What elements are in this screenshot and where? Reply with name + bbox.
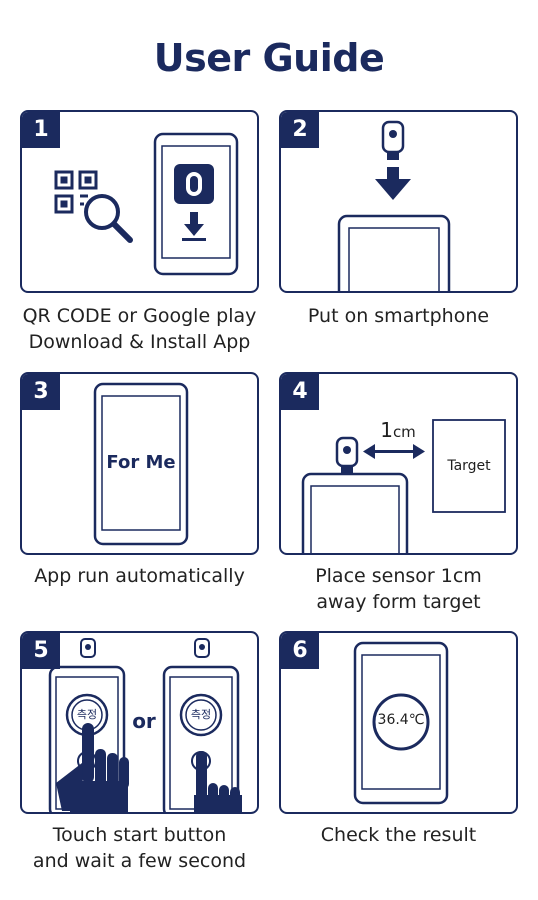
phone-icon xyxy=(301,472,409,553)
start-button-label-right: 측정 xyxy=(190,708,212,721)
step-6-badge: 6 xyxy=(281,633,319,669)
page-title: User Guide xyxy=(153,36,385,80)
phone-icon xyxy=(337,214,451,291)
app-screen-label: For Me xyxy=(106,452,176,473)
double-arrow-icon xyxy=(363,444,425,459)
download-arrow-icon xyxy=(182,212,206,241)
step-3-panel: 3 For Me xyxy=(20,372,259,555)
step-4-panel: 4 1cm Target xyxy=(279,372,518,555)
distance-label: 1cm xyxy=(373,418,423,442)
down-arrow-icon xyxy=(375,167,411,200)
sensor-icon xyxy=(381,120,405,160)
magnifier-icon xyxy=(84,194,133,243)
step-5-caption-line1: Touch start button xyxy=(52,824,227,846)
step-3-caption-line1: App run automatically xyxy=(34,565,245,587)
or-label: or xyxy=(132,709,156,733)
step-4-caption-line1: Place sensor 1cm xyxy=(315,565,482,587)
app-icon xyxy=(174,164,214,204)
distance-unit: cm xyxy=(392,423,416,441)
step-1-badge: 1 xyxy=(22,112,60,148)
hand-icon xyxy=(194,751,242,812)
result-circle xyxy=(372,693,430,751)
sensor-icon xyxy=(335,436,359,473)
phone-icon xyxy=(162,638,240,812)
step-6-caption-line1: Check the result xyxy=(320,824,477,846)
step-4-badge: 4 xyxy=(281,374,319,410)
step-1-panel: 1 xyxy=(20,110,259,293)
step-1-caption-line1: QR CODE or Google play xyxy=(22,305,257,327)
target-box xyxy=(432,419,506,513)
step-4-caption-line2: away form target xyxy=(316,591,481,613)
step-1-caption-line2: Download & Install App xyxy=(28,331,251,353)
step-5-caption-line2: and wait a few second xyxy=(32,850,247,872)
start-button-label-left: 측정 xyxy=(76,708,98,721)
step-2-caption-line1: Put on smartphone xyxy=(307,305,490,327)
step-3-badge: 3 xyxy=(22,374,60,410)
step-6-panel: 6 36.4℃ xyxy=(279,631,518,814)
step-5-badge: 5 xyxy=(22,633,60,669)
target-label: Target xyxy=(447,458,491,474)
step-5-panel: 5 xyxy=(20,631,259,814)
phone-icon xyxy=(93,382,189,546)
step-2-badge: 2 xyxy=(281,112,319,148)
distance-value: 1 xyxy=(380,418,393,442)
step-2-panel: 2 xyxy=(279,110,518,293)
qr-code-icon xyxy=(54,170,98,214)
hand-icon xyxy=(56,723,129,812)
temperature-result: 36.4℃ xyxy=(377,712,425,728)
